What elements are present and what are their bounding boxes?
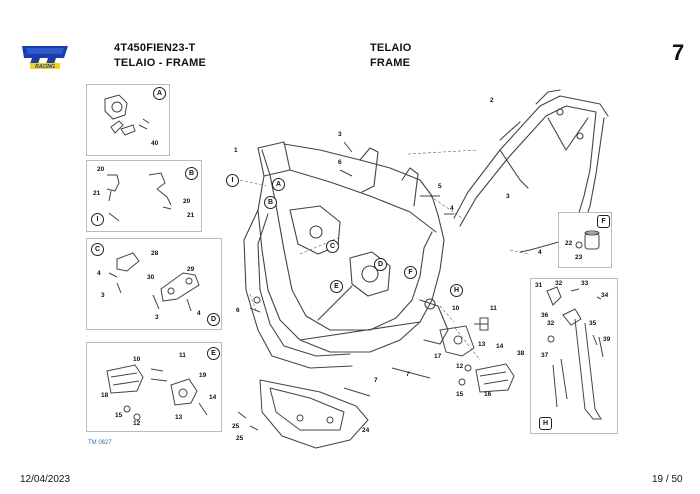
callout-34: 34 [601,292,609,299]
ref-badge-c: C [326,240,339,253]
model-code: 4T450FIEN23-T [114,42,196,54]
callout-18: 18 [101,392,109,399]
ref-badge-b: B [264,196,277,209]
callout-main-24: 24 [362,427,370,434]
callout-19: 19 [199,372,207,379]
callout-14: 14 [209,394,217,401]
callout-38: 38 [517,350,525,357]
bushing-detail [575,230,600,250]
cable-guide-detail [106,172,172,222]
callout-39: 39 [603,336,611,343]
callout-13: 13 [175,414,183,421]
callout-32b: 32 [547,320,555,327]
callout-30: 30 [147,274,155,281]
panel-badge-e: E [207,347,220,360]
callout-22: 22 [565,240,573,247]
steering-lock-detail [104,94,150,136]
table-number: 7 [672,40,685,65]
section-title-en: FRAME [370,57,411,69]
callout-main-4a: 4 [450,205,454,212]
callout-main-14: 14 [496,343,504,350]
callout-main-7b: 7 [406,371,410,378]
callout-main-3a: 3 [338,131,342,138]
detail-panel-h: H 31 32 33 34 35 36 32 39 38 37 [517,278,618,434]
callout-main-25b: 25 [236,435,244,442]
ref-badge-a: A [272,178,285,191]
callout-main-4b: 4 [538,249,542,256]
callout-main-7a: 7 [374,377,378,384]
callout-12: 12 [133,420,141,427]
callout-3a: 3 [101,292,105,299]
callout-main-11: 11 [490,305,497,312]
callout-20a: 20 [97,166,105,173]
callout-main-5: 5 [438,183,442,190]
callout-32a: 32 [555,280,563,287]
detail-panel-a: A 40 [86,84,170,156]
ref-badge-e: E [330,280,343,293]
svg-text:RACING: RACING [35,64,55,70]
panel-badge-f: F [597,215,610,228]
panel-badge-b: B [185,167,198,180]
panel-badge-c: C [91,243,104,256]
callout-20b: 20 [183,198,191,205]
callout-33: 33 [581,280,589,287]
callout-37: 37 [541,352,549,359]
panel-badge-d: D [207,313,220,326]
ref-badge-h: H [450,284,463,297]
callout-10: 10 [133,356,141,363]
steering-head-shape [257,141,291,177]
callout-main-25a: 25 [232,423,240,430]
callout-40: 40 [151,140,159,147]
callout-36: 36 [541,312,549,319]
callout-21b: 21 [187,212,195,219]
detail-panel-f: F 22 23 [558,212,612,268]
bracket-detail [108,252,200,312]
callout-main-16: 16 [484,391,492,398]
callout-4b: 4 [197,310,201,317]
callout-main-10: 10 [452,305,460,312]
panel-badge-a: A [153,87,166,100]
drawing-code: TM 0627 [88,440,112,446]
callout-main-6a: 6 [338,159,342,166]
callout-28: 28 [151,250,159,257]
callout-main-12: 12 [456,363,464,370]
footpeg-detail [106,364,208,421]
callout-main-17: 17 [434,353,442,360]
side-stand-detail [546,286,604,420]
detail-panel-e: E 10 11 19 18 12 13 15 14 [86,342,222,432]
callout-main-3b: 3 [506,193,510,200]
callout-23: 23 [575,254,583,261]
print-date: 12/04/2023 [20,474,71,485]
callout-4a: 4 [97,270,101,277]
callout-31: 31 [535,282,543,289]
callout-11: 11 [179,352,186,359]
callout-21a: 21 [93,190,101,197]
callout-main-2: 2 [490,97,494,104]
callout-main-1: 1 [234,147,238,154]
brand-logo: RACING [20,42,72,70]
callout-15: 15 [115,412,123,419]
ref-badge-f: F [404,266,417,279]
section-subtitle: TELAIO - FRAME [114,57,207,69]
ref-badge-d: D [374,258,387,271]
tm-logo-icon: RACING [22,46,68,70]
ref-badge-i: I [226,174,239,187]
callout-29: 29 [187,266,195,273]
detail-panel-cd: C D 28 4 3 30 29 3 4 [86,238,222,330]
page-number: 19 / 50 [652,474,683,485]
panel-badge-h: H [539,417,552,430]
callout-main-6b: 6 [236,307,240,314]
callout-3b: 3 [155,314,159,321]
panel-badge-i: I [91,213,104,226]
section-title-it: TELAIO [370,42,412,54]
callout-main-15: 15 [456,391,464,398]
callout-main-13: 13 [478,341,486,348]
callout-35: 35 [589,320,597,327]
detail-panel-b: B I 20 21 20 21 [86,160,202,232]
